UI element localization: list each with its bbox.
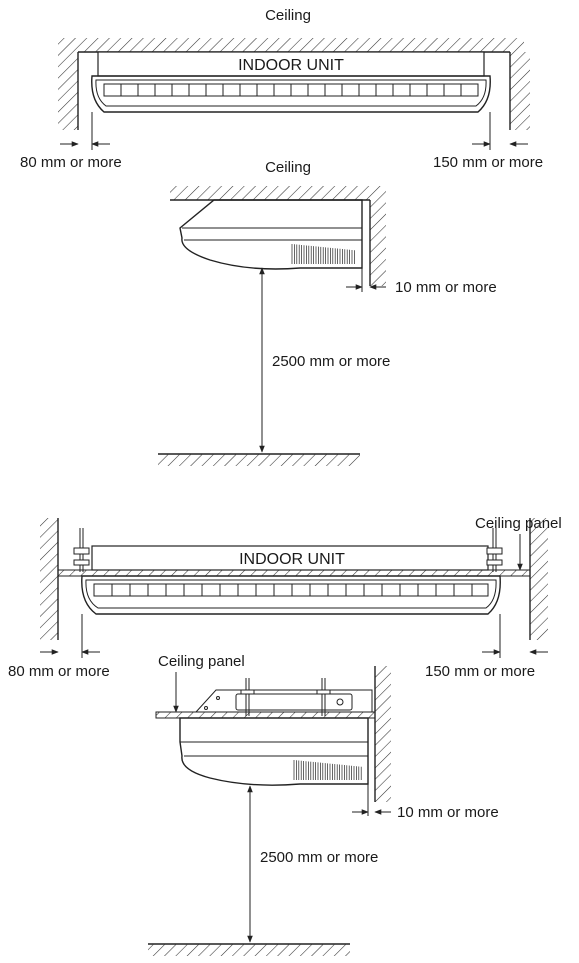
hanger-bolt-right — [486, 528, 503, 572]
wall-hatch-2 — [370, 186, 386, 286]
wall-hatch-4 — [375, 666, 391, 802]
left-clearance-label: 80 mm or more — [20, 154, 122, 171]
left-clearance-label-3: 80 mm or more — [8, 663, 110, 680]
figure-3-front-view-panel: Ceiling panel INDOOR UNIT — [8, 515, 562, 680]
indoor-unit-top — [91, 545, 489, 571]
floor-clearance-label-4: 2500 mm or more — [260, 849, 378, 866]
left-wall-hatch-3 — [40, 518, 58, 640]
floor-hatch — [158, 454, 360, 466]
ceiling-panel — [57, 569, 531, 577]
hanger-bolt-4b — [316, 678, 331, 716]
ceiling-panel-label-4: Ceiling panel — [158, 653, 245, 670]
ceiling-label: Ceiling — [265, 7, 311, 24]
wall-clearance-label: 10 mm or more — [395, 279, 497, 296]
indoor-unit-side — [179, 199, 363, 270]
ceiling-hatch — [58, 38, 524, 52]
indoor-unit-side-4 — [179, 717, 369, 786]
figure-4-side-view-panel: Ceiling panel 10 mm or more — [148, 653, 499, 956]
indoor-unit-label-3: INDOOR UNIT — [239, 551, 345, 568]
indoor-unit-front — [91, 51, 491, 113]
right-wall-hatch-3 — [530, 518, 548, 640]
mounting-bracket — [194, 689, 373, 713]
wall-clearance-label-4: 10 mm or more — [397, 804, 499, 821]
right-clearance-label: 150 mm or more — [433, 154, 543, 171]
hanger-bolt-left — [73, 528, 90, 572]
floor-hatch-4 — [148, 944, 350, 956]
ceiling-panel-label: Ceiling panel — [475, 515, 562, 532]
indoor-unit-front-3 — [81, 575, 501, 615]
floor-clearance-label: 2500 mm or more — [272, 353, 390, 370]
ceiling-label-2: Ceiling — [265, 159, 311, 176]
hanger-bolt-4a — [240, 678, 255, 716]
left-wall-hatch — [58, 52, 78, 130]
figure-2-side-view: Ceiling 10 mm or more 2500 mm or more — [158, 159, 497, 466]
right-clearance-label-3: 150 mm or more — [425, 663, 535, 680]
figure-1-front-view: Ceiling INDOOR UNIT 80 mm or more 150 mm… — [20, 7, 543, 171]
ceiling-panel-4 — [155, 711, 376, 719]
indoor-unit-label: INDOOR UNIT — [238, 57, 344, 74]
ceiling-hatch-2 — [170, 186, 370, 200]
right-wall-hatch — [510, 52, 530, 130]
